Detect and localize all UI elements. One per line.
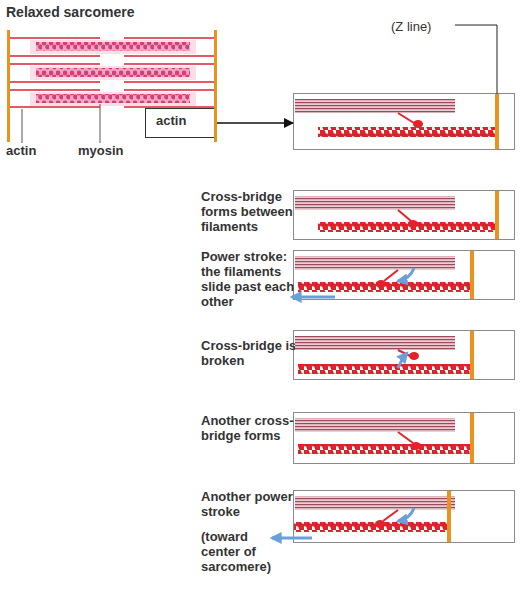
myosin-head [398, 432, 413, 443]
myosin-glow [30, 92, 196, 106]
actin-filament [124, 37, 215, 39]
myosin-head [411, 442, 421, 450]
stage-panel: (Z line) [293, 93, 515, 150]
myosin-head [376, 280, 386, 288]
myosin-filament [295, 418, 455, 432]
myosin-filament [295, 336, 455, 350]
myosin-filament [36, 94, 190, 103]
actin-filament [318, 127, 495, 137]
actin-filament [294, 522, 447, 532]
myosin-head [375, 520, 385, 528]
callout-box: actin [145, 108, 217, 138]
actin-filament [9, 37, 100, 39]
actin-filament [124, 89, 215, 91]
actin-filament [124, 63, 215, 65]
myosin-glow [30, 40, 196, 54]
actin-filament [9, 81, 100, 83]
motion-arrow [398, 508, 414, 521]
diagram-title: Relaxed sarcomere [6, 4, 134, 20]
motion-arrow [272, 537, 312, 540]
myosin-filament [295, 99, 455, 113]
step-caption: Cross-bridge is broken [201, 338, 297, 368]
z-line [495, 94, 499, 149]
actin-filament [298, 282, 470, 292]
part-label: actin [6, 143, 36, 158]
motion-arrow [398, 353, 407, 368]
step-caption: (toward center of sarcomere) [201, 529, 281, 574]
motion-arrow [292, 296, 335, 299]
actin-filament [124, 106, 215, 108]
actin-filament [9, 55, 100, 57]
actin-filament [124, 55, 215, 57]
step-caption: Cross-bridge forms between filaments [201, 189, 299, 234]
leader-line [455, 25, 497, 94]
leader-line [100, 104, 101, 143]
myosin-head [398, 350, 410, 356]
connector-arrow [217, 122, 293, 124]
z-line [214, 30, 217, 142]
actin-filament [9, 89, 100, 91]
actin-filaments [9, 38, 215, 107]
actin-filament [298, 364, 470, 374]
myosin-head [398, 210, 411, 221]
step-caption: Another power stroke [201, 489, 297, 519]
actin-filament [124, 81, 215, 83]
myosin-filament [295, 496, 455, 510]
part-label: myosin [78, 143, 124, 158]
motion-arrow [398, 268, 414, 281]
leader-line [22, 109, 23, 143]
step-caption: Power stroke: the filaments slide past e… [201, 249, 297, 309]
actin-filament [9, 63, 100, 65]
myosin-head [408, 220, 418, 228]
actin-filament [318, 222, 495, 232]
part-label: actin [156, 113, 214, 128]
stage-panel: Power stroke: the filaments slide past e… [293, 250, 515, 300]
z-line [7, 30, 10, 142]
step-caption: (Z line) [391, 19, 471, 34]
myosin-filament [295, 256, 455, 270]
myosin-head [384, 270, 398, 281]
z-line [470, 413, 474, 463]
z-line [495, 191, 499, 239]
myosin-filament [36, 68, 190, 77]
z-line [470, 331, 474, 379]
actin-filament [298, 444, 470, 454]
myosin-head [398, 113, 414, 123]
stage-panel: Another power stroke(toward center of sa… [293, 490, 515, 543]
myosin-glow [30, 66, 196, 80]
z-line [470, 251, 474, 299]
myosin-head [383, 510, 398, 521]
stage-panel: Cross-bridge forms between filaments [293, 190, 515, 240]
stage-panel: Cross-bridge is broken [293, 330, 515, 380]
myosin-head [413, 120, 423, 128]
stage-panel: Another cross-bridge forms [293, 412, 515, 464]
actin-filament [9, 106, 100, 108]
myosin-filament [295, 196, 455, 210]
myosin-head [409, 352, 419, 360]
z-line [447, 491, 451, 542]
step-caption: Another cross-bridge forms [201, 413, 297, 443]
myosin-filament [36, 42, 190, 51]
